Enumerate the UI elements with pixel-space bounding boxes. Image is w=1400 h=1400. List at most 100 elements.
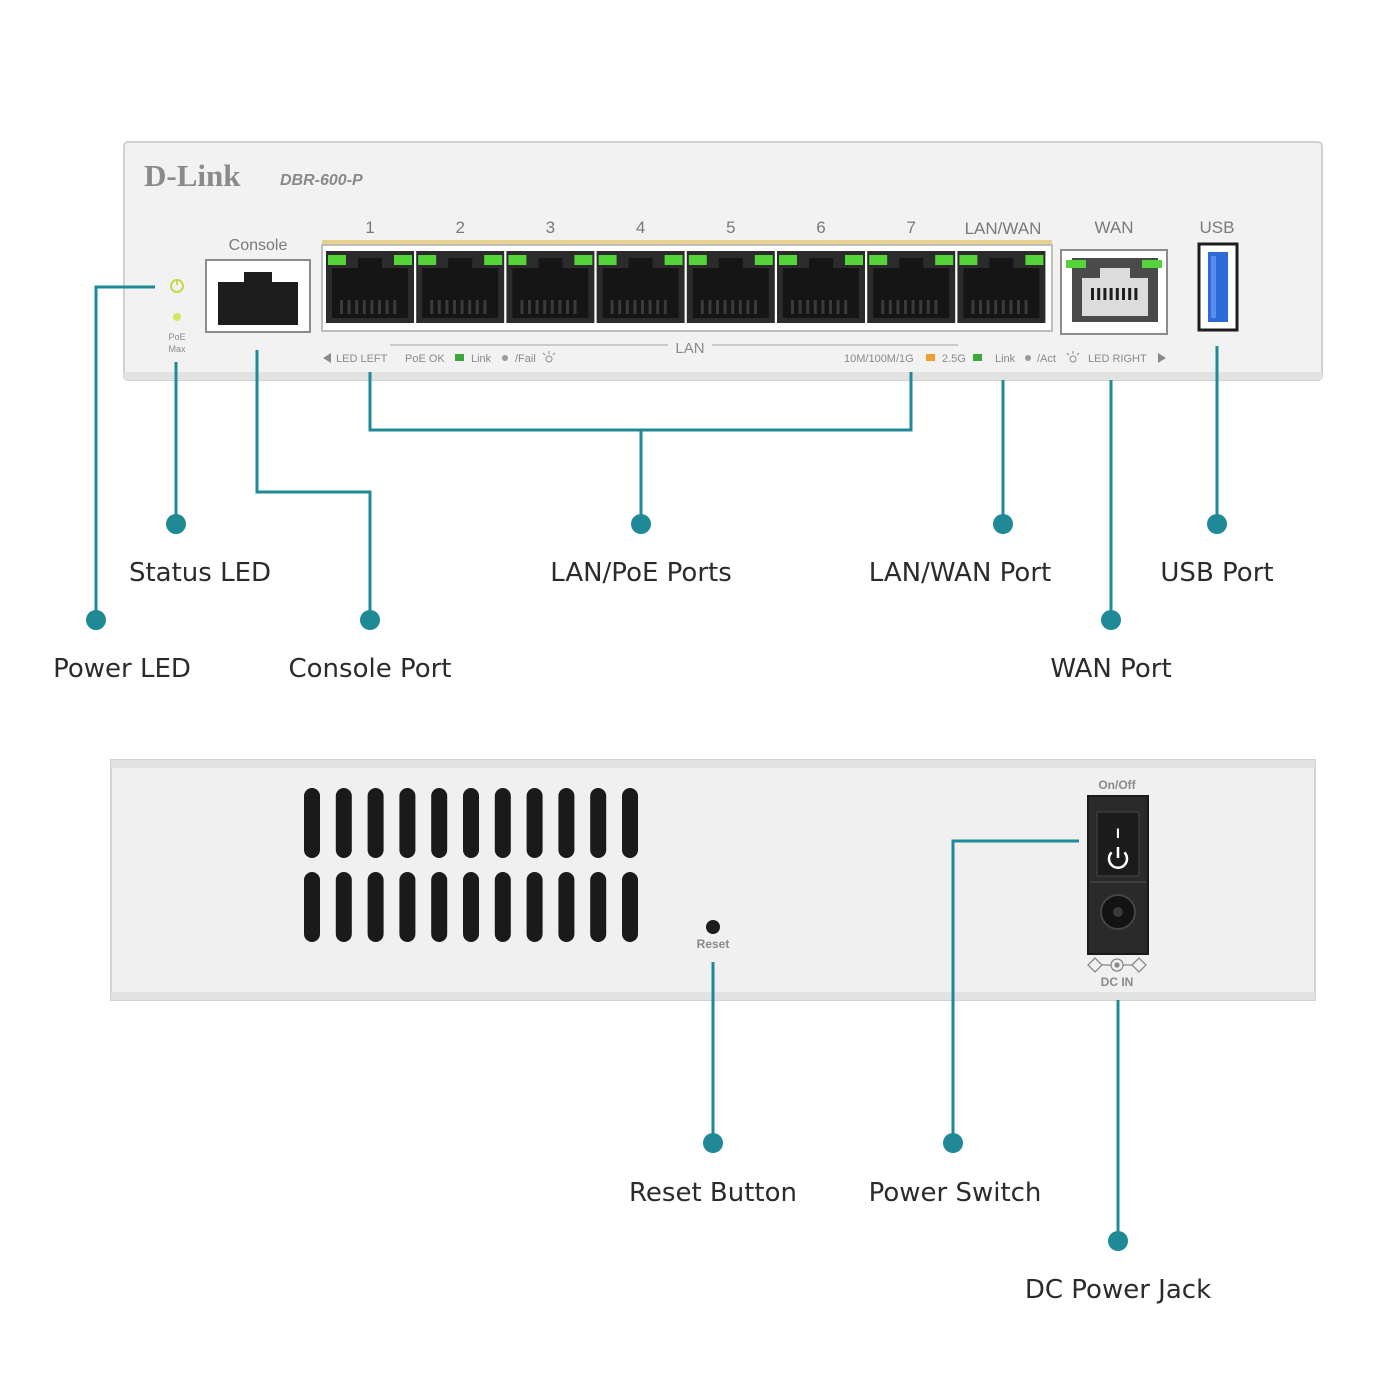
led-left-arrow-icon xyxy=(323,353,331,363)
lan-port-7[interactable] xyxy=(867,251,956,323)
front-callout-dots xyxy=(86,514,1227,630)
lan-port-3[interactable] xyxy=(506,251,595,323)
legend-orange-square-icon xyxy=(926,354,935,361)
vent-slot xyxy=(367,872,384,942)
lan-port-2[interactable] xyxy=(416,251,505,323)
legend-fail: /Fail xyxy=(515,353,536,365)
lan-wan-port[interactable] xyxy=(957,251,1046,323)
reset-button-dot xyxy=(703,1133,723,1153)
power-switch-leader xyxy=(951,839,1079,1143)
status-led-dot xyxy=(166,514,186,534)
vent-slot xyxy=(494,872,511,942)
power-led-leader xyxy=(94,285,155,620)
vent-slot xyxy=(494,788,511,858)
lan-port-number-1: 1 xyxy=(365,218,374,237)
power-switch-dot xyxy=(943,1133,963,1153)
power-switch-label: Power Switch xyxy=(868,1178,1042,1208)
port-led-left xyxy=(779,255,797,265)
power-switch[interactable] xyxy=(1096,811,1140,877)
lan-port-number-6: 6 xyxy=(816,218,825,237)
vent-slot xyxy=(399,788,416,858)
reset-button[interactable] xyxy=(706,920,720,934)
port-led-right xyxy=(845,255,863,265)
usb-port-tongue-shine xyxy=(1211,256,1216,318)
onoff-label: On/Off xyxy=(1098,778,1136,792)
lanwan-label: LAN/WAN xyxy=(965,219,1042,238)
vent-slot xyxy=(590,872,607,942)
status-led xyxy=(173,313,181,321)
legend-dot-icon-right xyxy=(1025,355,1031,361)
rear-chassis-top-edge xyxy=(111,760,1315,768)
vent-slots xyxy=(304,788,638,942)
usb-port-label: USB Port xyxy=(1160,558,1274,588)
power-led-label: Power LED xyxy=(53,654,191,684)
vent-slot xyxy=(558,788,575,858)
lan-port-5[interactable] xyxy=(686,251,775,323)
dc-power-jack-pin xyxy=(1113,907,1123,917)
dcin-label: DC IN xyxy=(1101,975,1134,989)
vent-slot xyxy=(622,872,638,942)
legend-led-left: LED LEFT xyxy=(336,353,388,365)
lan-wan-port-label: LAN/WAN Port xyxy=(868,558,1052,588)
port-led-right xyxy=(574,255,593,265)
port-led-right xyxy=(664,255,683,265)
vent-slot xyxy=(463,872,479,942)
legend-green-square-icon-right xyxy=(973,354,982,361)
reset-button-label: Reset Button xyxy=(629,1178,797,1208)
wan-port-label: WAN Port xyxy=(1050,654,1172,684)
lan-port-number-4: 4 xyxy=(636,218,645,237)
port-led-right xyxy=(394,255,412,265)
port-led-left xyxy=(959,255,978,265)
power-symbol-icon xyxy=(1107,847,1129,869)
vent-slot xyxy=(463,788,479,858)
vent-slot xyxy=(526,872,543,942)
console-label: Console xyxy=(229,237,288,254)
legend-speed-1: 10M/100M/1G xyxy=(844,353,914,365)
legend-blink-icon-right xyxy=(1066,351,1080,363)
legend-blink-icon-left xyxy=(542,351,556,363)
vent-slot xyxy=(335,788,352,858)
vent-slot xyxy=(431,872,448,942)
lan-poe-dot xyxy=(631,514,651,534)
lan-port-6[interactable] xyxy=(777,251,865,323)
lan-port-1[interactable] xyxy=(326,251,414,323)
led-right-arrow-icon xyxy=(1158,353,1166,363)
wan-port-dot xyxy=(1101,610,1121,630)
legend-link-right: Link xyxy=(995,353,1016,365)
front-callout-lines xyxy=(94,285,1219,620)
port-led-left xyxy=(598,255,617,265)
legend-link-left: Link xyxy=(471,353,492,365)
usb-port-dot xyxy=(1207,514,1227,534)
port-led-right xyxy=(935,255,954,265)
lan-port-4[interactable] xyxy=(596,251,685,323)
wan-port-pins xyxy=(1091,288,1138,300)
vent-slot xyxy=(367,788,384,858)
port-led-right xyxy=(1025,255,1044,265)
port-led-left xyxy=(328,255,346,265)
lan-ports-gold-strip xyxy=(322,240,1052,245)
legend-act: /Act xyxy=(1037,353,1056,365)
legend-poe-ok: PoE OK xyxy=(405,353,445,365)
wan-led-left xyxy=(1066,260,1086,268)
legend-led-right: LED RIGHT xyxy=(1088,353,1147,365)
port-led-right xyxy=(484,255,503,265)
rear-panel: Reset On/Off I DC IN xyxy=(110,759,1316,1001)
vent-slot xyxy=(335,872,352,942)
power-led-dot xyxy=(86,610,106,630)
usb-label: USB xyxy=(1200,218,1235,237)
console-port-jack xyxy=(218,272,298,325)
vent-slot xyxy=(304,788,320,858)
poe-max-label-2: Max xyxy=(168,344,186,354)
brand-logo: D-Link xyxy=(144,158,241,193)
console-port-dot xyxy=(360,610,380,630)
power-switch-on-mark: I xyxy=(1116,825,1120,841)
vent-slot xyxy=(622,788,638,858)
port-led-left xyxy=(508,255,527,265)
vent-slot xyxy=(558,872,575,942)
vent-slot xyxy=(399,872,416,942)
vent-slot xyxy=(526,788,543,858)
port-led-left xyxy=(869,255,888,265)
dc-power-jack-dot xyxy=(1108,1231,1128,1251)
